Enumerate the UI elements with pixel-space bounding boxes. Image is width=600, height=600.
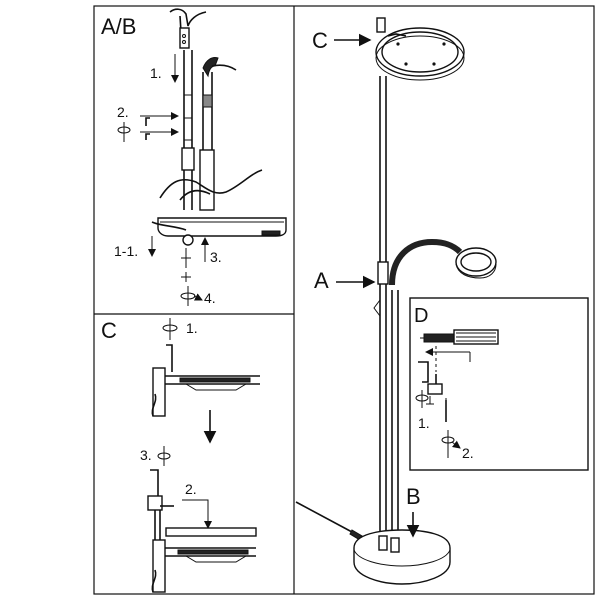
panel-ab-title: A/B [101,14,136,39]
label-a: A [314,268,329,293]
c-step-2: 2. [185,481,197,497]
frame-outer [93,5,595,595]
panel-ab: A/B 1. 2. [101,8,287,306]
c-step-1: 1. [186,320,198,336]
c-step-3: 3. [140,447,152,463]
panel-d-title: D [414,305,428,327]
ab-step-2: 2. [117,104,129,120]
ab-step-1: 1. [150,65,162,81]
ab-step-4: 4. [204,290,216,306]
label-c: C [312,28,328,53]
panel-d: D 1. 2. [409,297,589,471]
d-step-1: 1. [418,415,430,431]
panel-c-title: C [101,318,117,343]
panel-c: C 1. 3. 2. [101,318,260,593]
lamp-overview: C A [295,17,497,585]
ab-step-3: 3. [210,249,222,265]
label-b: B [406,484,421,509]
d-step-2: 2. [462,445,474,461]
ab-step-1-1: 1-1. [114,243,138,259]
